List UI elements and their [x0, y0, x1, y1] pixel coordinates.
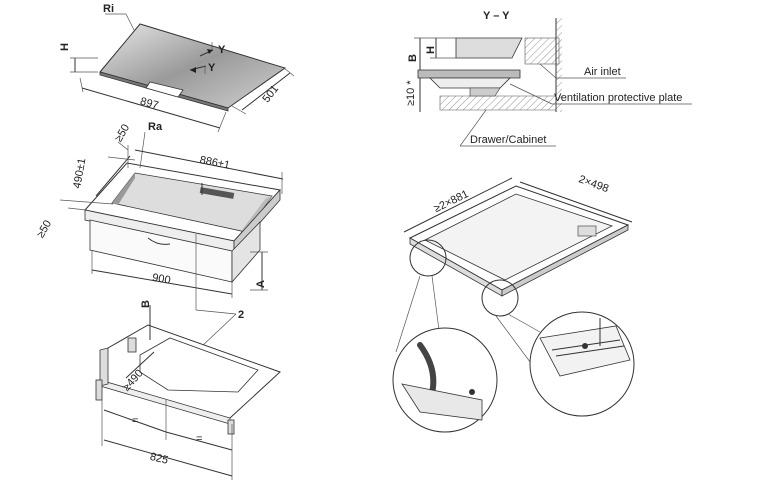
dim-b-top: B — [407, 54, 419, 62]
dim-10: ≥10 * — [405, 80, 417, 106]
h-label: H — [59, 43, 71, 51]
section-label: Y – Y — [483, 10, 510, 22]
dim-501: 501 — [260, 83, 281, 105]
dim-825: 825 — [149, 451, 170, 467]
dim-490: 490±1 — [71, 157, 88, 189]
air-inlet-label: Air inlet — [584, 66, 621, 78]
ri-label: Ri — [103, 3, 114, 15]
dim-50-top: ≥50 — [113, 122, 133, 144]
dim-equal-2: = — [196, 433, 202, 445]
vent-plate-label: Ventilation protective plate — [554, 92, 682, 104]
item-2-label: 2 — [238, 309, 244, 321]
frame-perspective — [95, 305, 281, 480]
section-y-y — [414, 18, 692, 147]
dim-897: 897 — [139, 95, 160, 112]
hob-frame-perspective — [392, 177, 635, 433]
y-label-2: Y — [208, 62, 216, 74]
dim-a: A — [255, 280, 267, 288]
cutout-perspective — [59, 131, 284, 349]
ra-label: Ra — [148, 121, 163, 133]
dim-900: 900 — [151, 272, 171, 287]
y-label-1: Y — [218, 44, 226, 56]
drawer-label: Drawer/Cabinet — [470, 134, 546, 146]
dim-50-bottom: ≥50 — [35, 218, 55, 240]
dim-b-bottom: B — [140, 300, 152, 308]
dim-equal-1: = — [132, 415, 138, 427]
hob-perspective — [70, 13, 295, 133]
dim-h-top: H — [425, 46, 437, 54]
dim-886: 886±1 — [199, 154, 231, 172]
dim-2x498: 2×498 — [577, 173, 610, 195]
